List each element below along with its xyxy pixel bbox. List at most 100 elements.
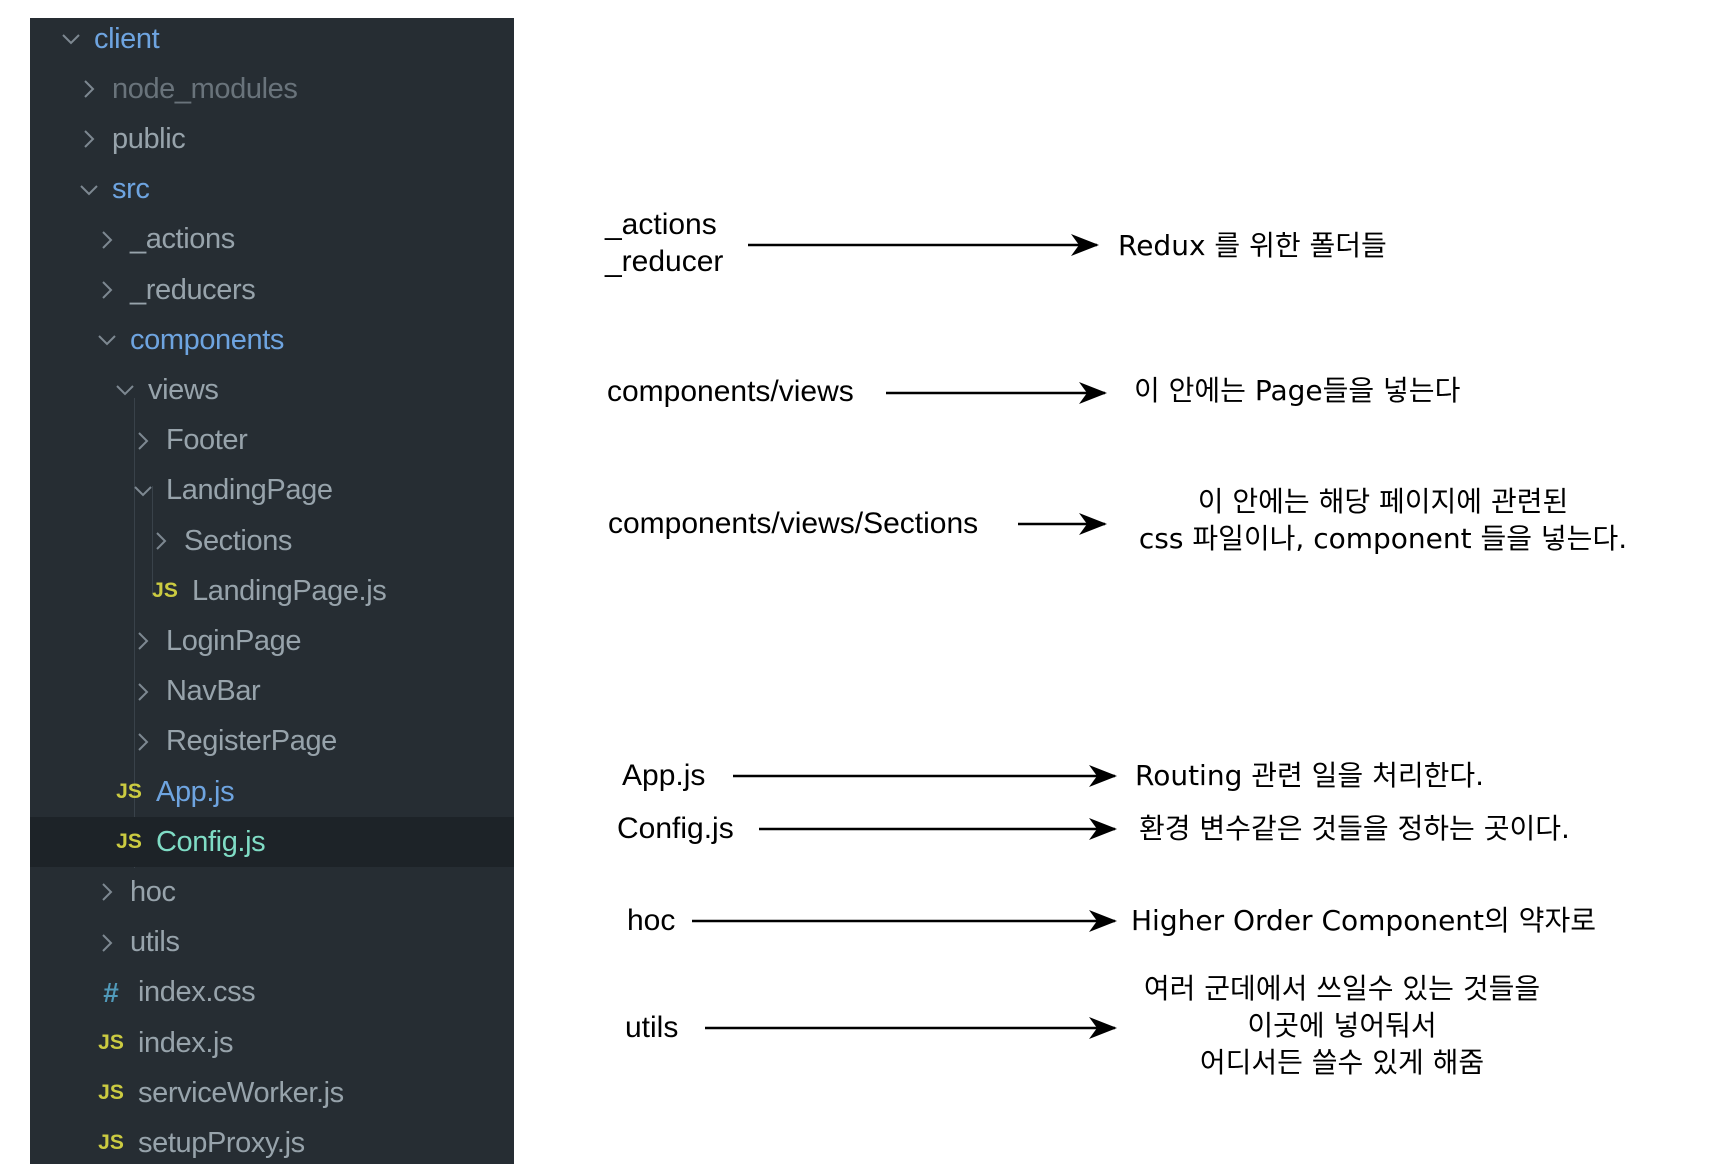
chevron-right-icon[interactable]: [132, 731, 154, 753]
js-file-icon: JS: [98, 1131, 124, 1155]
tree-item-label: components: [130, 323, 284, 356]
tree-item-app-js[interactable]: JS App.js: [30, 767, 514, 817]
chevron-right-icon[interactable]: [96, 932, 118, 954]
chevron-right-icon[interactable]: [78, 78, 100, 100]
chevron-down-icon[interactable]: [132, 480, 154, 502]
tree-item-label: Sections: [184, 524, 293, 557]
tree-item-label: utils: [130, 926, 180, 959]
annotation-description-line: css 파일이나, component 들을 넣는다.: [1138, 522, 1628, 555]
tree-item-public[interactable]: public: [30, 114, 514, 164]
tree-item-label: views: [148, 373, 219, 406]
chevron-right-icon[interactable]: [150, 530, 172, 552]
tree-item-hoc[interactable]: hoc: [30, 867, 514, 917]
annotation-label-line: _actions: [605, 208, 717, 241]
tree-item-sections[interactable]: Sections: [30, 516, 514, 566]
annotation-label-line: Config.js: [617, 812, 734, 845]
tree-item-registerpage[interactable]: RegisterPage: [30, 717, 514, 767]
indent-guide: [134, 398, 135, 868]
tree-item-src[interactable]: src: [30, 165, 514, 215]
js-file-icon: JS: [116, 830, 142, 854]
tree-item-label: src: [112, 173, 150, 206]
tree-item-index-css[interactable]: # index.css: [30, 968, 514, 1018]
tree-item-landingpage[interactable]: LandingPage: [30, 466, 514, 516]
tree-item-label: LandingPage: [166, 474, 333, 507]
css-file-icon: #: [103, 976, 119, 1008]
tree-item-node-modules[interactable]: node_modules: [30, 64, 514, 114]
js-file-icon: JS: [152, 579, 178, 603]
tree-item-landingpage-js[interactable]: JS LandingPage.js: [30, 566, 514, 616]
annotation-label-line: _reducer: [605, 245, 724, 278]
tree-item-label: Footer: [166, 424, 248, 457]
tree-item-label: index.js: [138, 1026, 234, 1059]
tree-item-label: public: [112, 122, 186, 155]
chevron-right-icon[interactable]: [78, 128, 100, 150]
annotation-description-line: Routing 관련 일을 처리한다.: [1135, 759, 1485, 792]
tree-item-footer[interactable]: Footer: [30, 416, 514, 466]
tree-item-reducers[interactable]: _reducers: [30, 265, 514, 315]
tree-item-label: node_modules: [112, 72, 298, 105]
tree-item-actions[interactable]: _actions: [30, 215, 514, 265]
chevron-right-icon[interactable]: [132, 681, 154, 703]
annotation-description-line: 어디서든 쓸수 있게 해줌: [1199, 1046, 1485, 1079]
tree-item-utils[interactable]: utils: [30, 918, 514, 968]
chevron-down-icon[interactable]: [96, 329, 118, 351]
tree-item-navbar[interactable]: NavBar: [30, 667, 514, 717]
indent-guide: [152, 486, 153, 596]
annotation-label-utils: utils: [625, 1009, 678, 1046]
chevron-down-icon[interactable]: [60, 28, 82, 50]
tree-item-label: hoc: [130, 875, 176, 908]
js-file-icon: JS: [116, 780, 142, 803]
annotation-description-line: Redux 를 위한 폴더들: [1118, 229, 1387, 262]
tree-item-index-js[interactable]: JS index.js: [30, 1018, 514, 1068]
annotation-description-line: 이 안에는 Page들을 넣는다: [1134, 374, 1461, 407]
tree-item-views[interactable]: views: [30, 365, 514, 415]
js-file-icon: JS: [98, 1031, 124, 1054]
chevron-right-icon[interactable]: [96, 229, 118, 251]
annotation-description-line: 이 안에는 해당 페이지에 관련된: [1197, 485, 1569, 518]
tree-item-label: _actions: [130, 223, 235, 256]
tree-item-label: App.js: [156, 775, 235, 808]
tree-item-label: NavBar: [166, 675, 261, 708]
annotation-label-line: utils: [625, 1011, 679, 1044]
chevron-right-icon[interactable]: [132, 430, 154, 452]
annotation-label-line: components/views/Sections: [608, 507, 979, 540]
annotation-label-line: hoc: [627, 904, 676, 937]
annotation-description-views: 이 안에는 Page들을 넣는다: [1134, 372, 1460, 409]
annotation-description-app: Routing 관련 일을 처리한다.: [1135, 757, 1484, 794]
annotation-label-line: App.js: [622, 759, 706, 792]
tree-item-label: LoginPage: [166, 624, 302, 657]
tree-item-label: setupProxy.js: [138, 1126, 305, 1159]
annotation-label-actions: _actions _reducer: [605, 206, 723, 280]
annotation-description-config: 환경 변수같은 것들을 정하는 곳이다.: [1139, 810, 1570, 847]
chevron-down-icon[interactable]: [78, 179, 100, 201]
chevron-right-icon[interactable]: [132, 630, 154, 652]
chevron-down-icon[interactable]: [114, 379, 136, 401]
annotation-description-actions: Redux 를 위한 폴더들: [1118, 227, 1387, 264]
annotation-description-sections: 이 안에는 해당 페이지에 관련된 css 파일이나, component 들을 …: [1128, 483, 1638, 557]
tree-item-client[interactable]: client: [30, 18, 514, 64]
tree-item-label: client: [94, 22, 160, 55]
annotation-description-line: 이곳에 넣어둬서: [1247, 1009, 1437, 1042]
js-file-icon: JS: [98, 1081, 124, 1105]
tree-item-label: index.css: [138, 976, 256, 1009]
annotation-description-line: 환경 변수같은 것들을 정하는 곳이다.: [1139, 812, 1570, 845]
tree-item-loginpage[interactable]: LoginPage: [30, 616, 514, 666]
annotation-description-hoc: Higher Order Component의 약자로: [1131, 902, 1596, 939]
tree-item-setupproxy-js[interactable]: JS setupProxy.js: [30, 1118, 514, 1164]
annotation-label-sections: components/views/Sections: [608, 505, 978, 542]
chevron-right-icon[interactable]: [96, 279, 118, 301]
annotation-description-line: Higher Order Component의 약자로: [1131, 904, 1596, 937]
annotation-label-app: App.js: [622, 757, 705, 794]
tree-item-label: _reducers: [130, 273, 256, 306]
annotation-label-hoc: hoc: [627, 902, 675, 939]
chevron-right-icon[interactable]: [96, 881, 118, 903]
tree-item-label: RegisterPage: [166, 725, 337, 758]
annotation-label-views: components/views: [607, 373, 854, 410]
tree-item-label: LandingPage.js: [192, 574, 387, 607]
tree-item-components[interactable]: components: [30, 315, 514, 365]
